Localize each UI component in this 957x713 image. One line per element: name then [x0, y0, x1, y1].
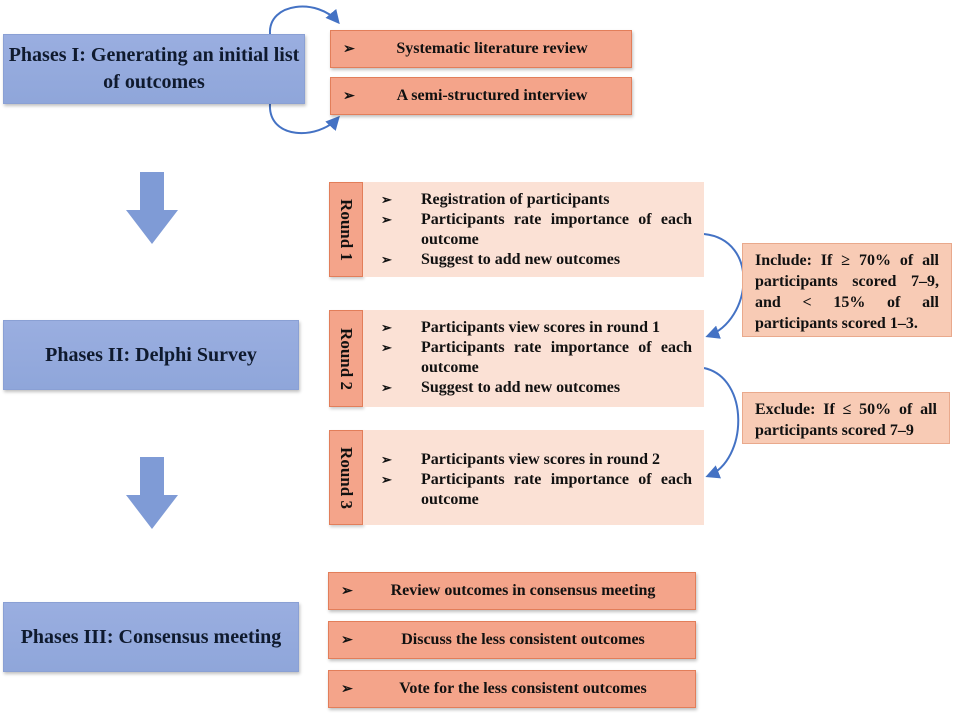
- phase3-step-1: ➢ Review outcomes in consensus meeting: [328, 572, 696, 610]
- round1-label: Round 1: [337, 198, 357, 261]
- round2-label: Round 2: [337, 327, 357, 390]
- round3-item: ➢Participants rate importance of each ou…: [377, 470, 692, 510]
- phase2-title: Phases II: Delphi Survey: [45, 343, 257, 366]
- exclude-rule-text: Exclude: If ≤ 50% of all participants sc…: [755, 401, 937, 439]
- curved-arrow-to-literature-review: [268, 5, 340, 35]
- phase1-title: Phases I: Generating an initial list of …: [8, 44, 300, 93]
- phase3-title: Phases III: Consensus meeting: [20, 625, 282, 648]
- curved-arrow-round2-to-round3: [703, 367, 740, 479]
- round3-label: Round 3: [337, 446, 357, 509]
- round1-tab: Round 1: [329, 182, 363, 277]
- curved-arrow-round1-to-round2: [703, 233, 745, 339]
- phase3-step-3-text: Vote for the less consistent outcomes: [399, 680, 647, 697]
- bullet-arrow-icon: ➢: [343, 41, 355, 57]
- bullet-arrow-icon: ➢: [381, 380, 392, 395]
- bullet-arrow-icon: ➢: [343, 88, 355, 104]
- bullet-arrow-icon: ➢: [341, 681, 353, 697]
- bullet-arrow-icon: ➢: [381, 320, 392, 335]
- round1-item: ➢Registration of participants: [377, 190, 692, 210]
- round1-item: ➢Suggest to add new outcomes: [377, 250, 692, 270]
- round2-item: ➢Suggest to add new outcomes: [377, 378, 692, 398]
- round3-body: ➢Participants view scores in round 2 ➢Pa…: [363, 430, 704, 525]
- include-rule-text: Include: If ≥ 70% of all participants sc…: [755, 252, 939, 332]
- bullet-arrow-icon: ➢: [381, 472, 392, 487]
- bullet-arrow-icon: ➢: [381, 212, 392, 227]
- include-rule-box: Include: If ≥ 70% of all participants sc…: [742, 243, 952, 337]
- round2-item: ➢Participants rate importance of each ou…: [377, 338, 692, 378]
- phase3-box: Phases III: Consensus meeting: [3, 602, 299, 672]
- round3-item: ➢Participants view scores in round 2: [377, 450, 692, 470]
- bullet-arrow-icon: ➢: [381, 252, 392, 267]
- phase1-box: Phases I: Generating an initial list of …: [3, 34, 305, 104]
- phase2-box: Phases II: Delphi Survey: [3, 320, 299, 390]
- round1-body: ➢Registration of participants ➢Participa…: [363, 182, 704, 277]
- phase3-step-3: ➢ Vote for the less consistent outcomes: [328, 670, 696, 708]
- round2-body: ➢Participants view scores in round 1 ➢Pa…: [363, 310, 704, 407]
- down-arrow-phase1-to-phase2: [126, 172, 178, 244]
- round1-item: ➢Participants rate importance of each ou…: [377, 210, 692, 250]
- bullet-arrow-icon: ➢: [341, 583, 353, 599]
- bullet-arrow-icon: ➢: [381, 452, 392, 467]
- round2-item: ➢Participants view scores in round 1: [377, 318, 692, 338]
- curved-arrow-to-interview: [268, 103, 340, 135]
- bullet-arrow-icon: ➢: [341, 632, 353, 648]
- phase3-step-1-text: Review outcomes in consensus meeting: [390, 582, 656, 599]
- bullet-arrow-icon: ➢: [381, 192, 392, 207]
- phase3-step-2-text: Discuss the less consistent outcomes: [401, 631, 645, 648]
- exclude-rule-box: Exclude: If ≤ 50% of all participants sc…: [742, 392, 950, 444]
- round3-tab: Round 3: [329, 430, 363, 525]
- phase1-step-1: ➢ Systematic literature review: [330, 30, 632, 68]
- round2-tab: Round 2: [329, 310, 363, 407]
- phase1-step-2: ➢ A semi-structured interview: [330, 77, 632, 115]
- down-arrow-phase2-to-phase3: [126, 457, 178, 529]
- bullet-arrow-icon: ➢: [381, 340, 392, 355]
- phase1-step-1-text: Systematic literature review: [396, 40, 588, 57]
- phase3-step-2: ➢ Discuss the less consistent outcomes: [328, 621, 696, 659]
- phase1-step-2-text: A semi-structured interview: [396, 87, 588, 104]
